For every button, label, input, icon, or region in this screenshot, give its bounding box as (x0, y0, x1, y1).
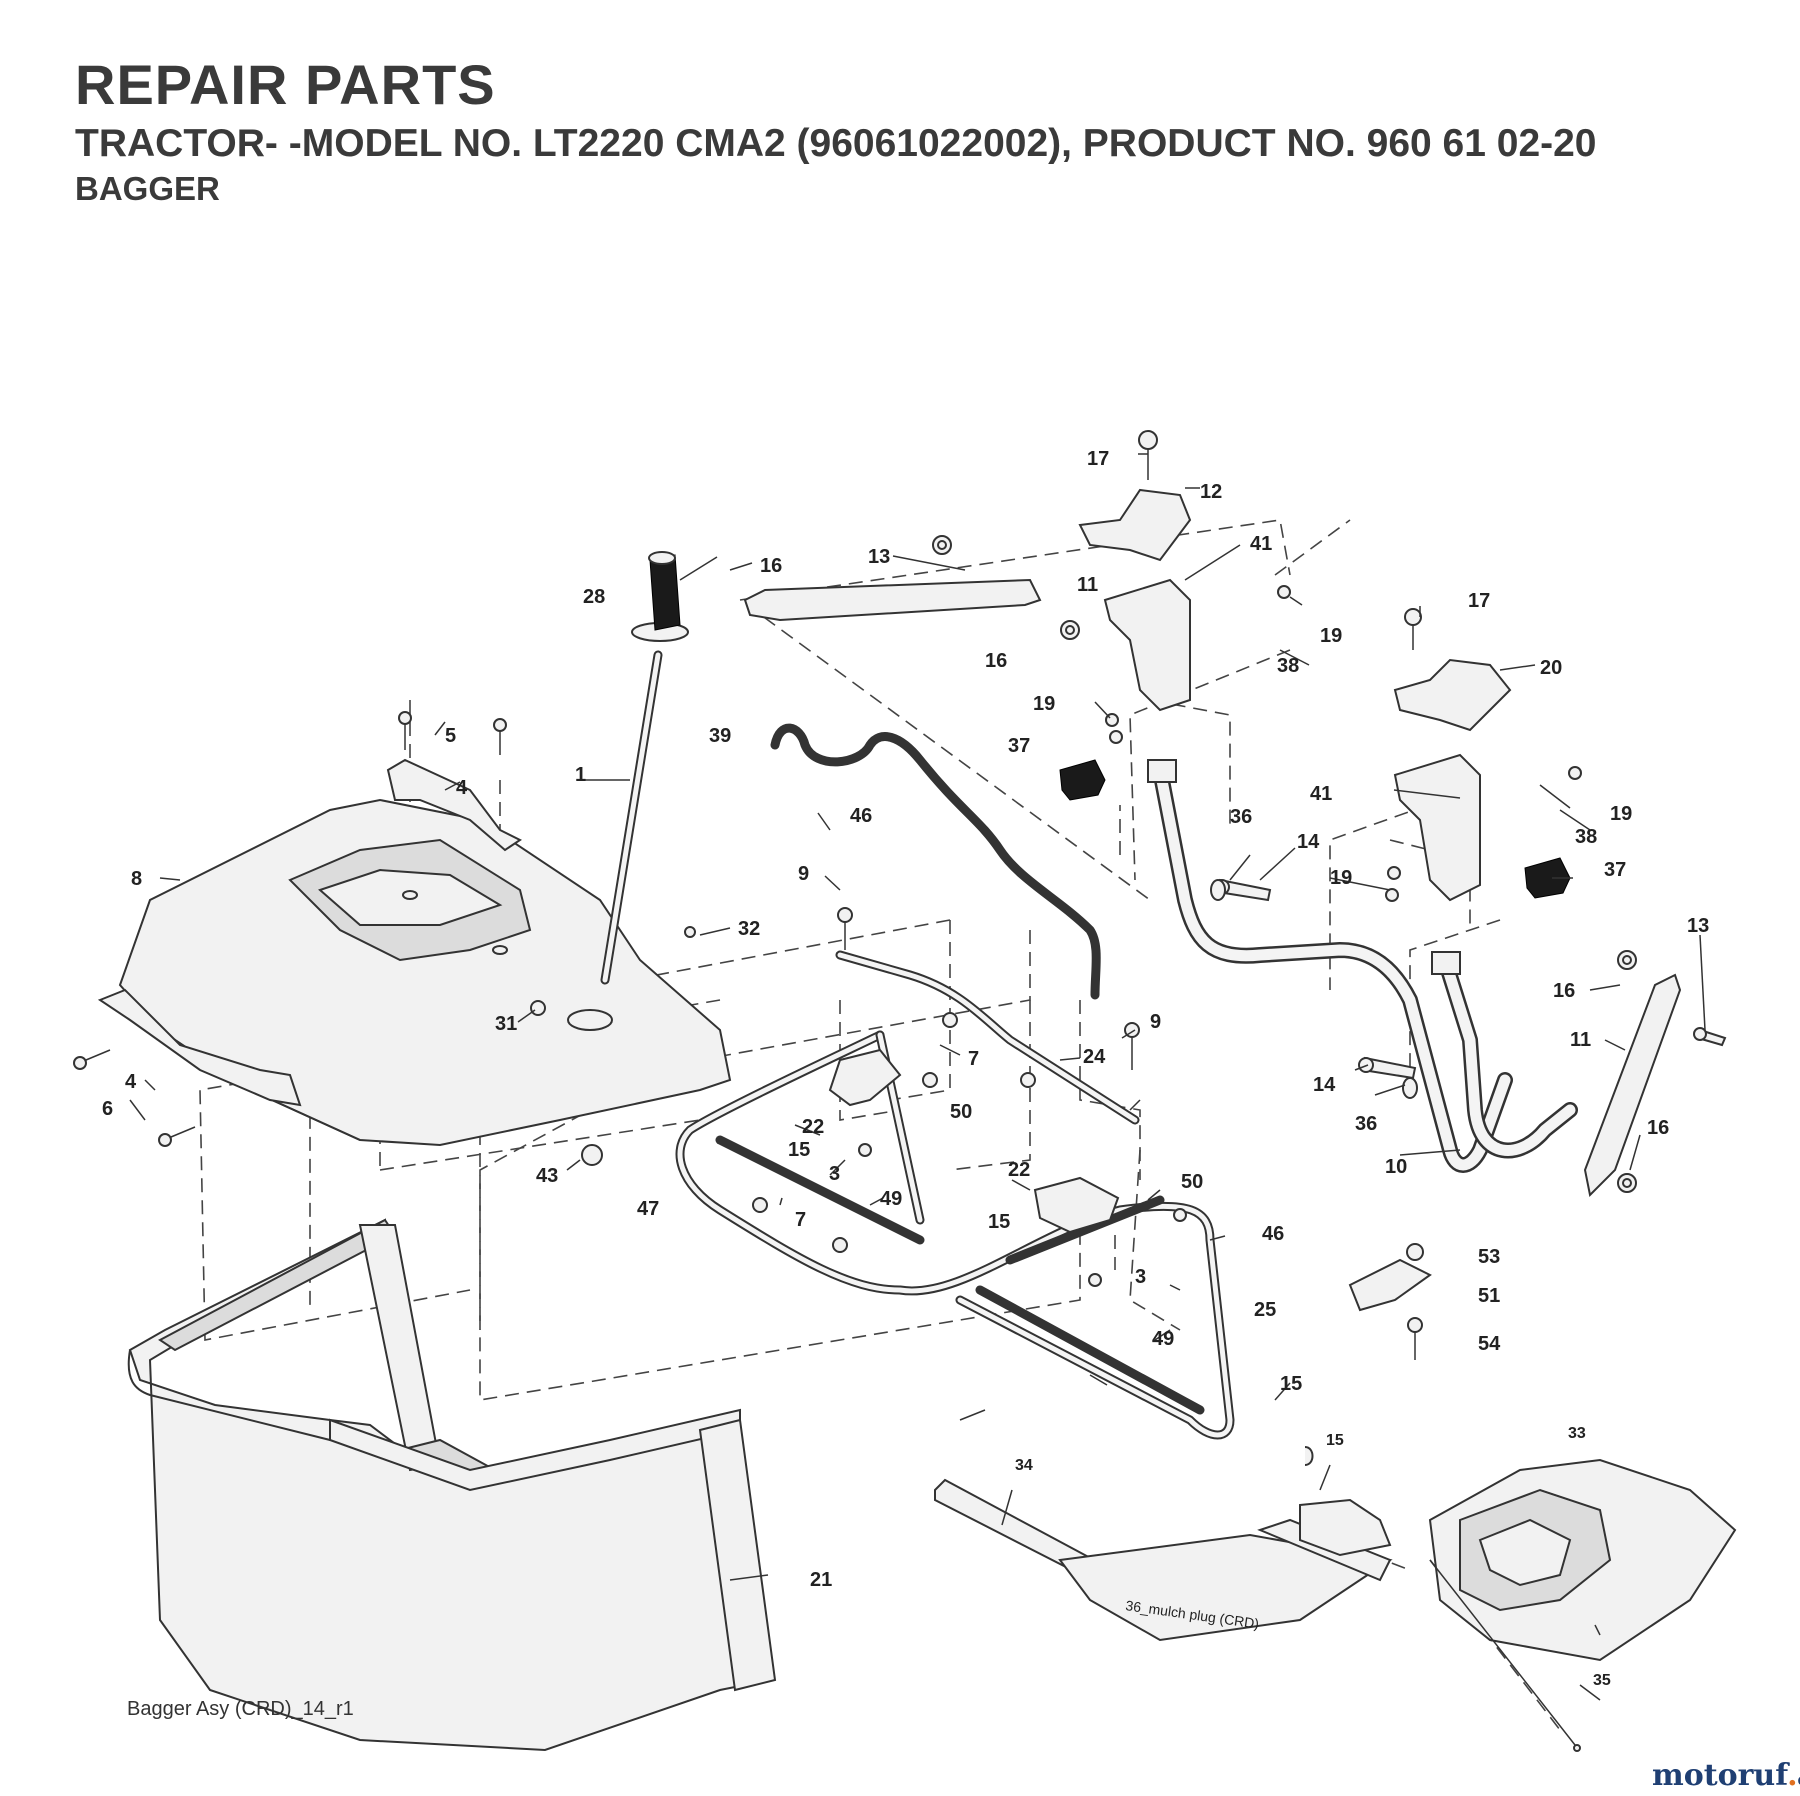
watermark-tld: de (1798, 1770, 1800, 1789)
callout: 13 (1687, 915, 1709, 937)
callout: 16 (1553, 980, 1575, 1002)
callout: 31 (495, 1013, 517, 1035)
callout: 15 (988, 1211, 1010, 1233)
clip-12-20-parts (1078, 488, 1512, 732)
callout: 11 (1570, 1029, 1591, 1051)
callout: 28 (583, 586, 605, 608)
callout: 12 (1200, 481, 1222, 503)
callout: 15 (788, 1139, 810, 1161)
callout: 19 (1033, 693, 1055, 715)
callout: 9 (798, 863, 809, 885)
callout: 38 (1277, 655, 1299, 677)
callout: 37 (1008, 735, 1030, 757)
callout: 13 (868, 546, 890, 568)
callout: 54 (1478, 1333, 1501, 1355)
callout: 10 (1385, 1156, 1407, 1178)
callout: 39 (709, 725, 731, 747)
bag-lid-part (118, 798, 732, 1147)
callout: 36 (1355, 1113, 1377, 1135)
callout: 14 (1297, 831, 1320, 853)
mulch-plug-assembly (934, 1446, 1737, 1752)
callout: 20 (1540, 657, 1562, 679)
callout: 7 (795, 1209, 806, 1231)
page-title: REPAIR PARTS (75, 53, 496, 116)
callout: 34 (1015, 1457, 1033, 1474)
bracket-22-parts (828, 1048, 1120, 1234)
callout: 17 (1468, 590, 1490, 612)
callout: 46 (850, 805, 872, 827)
callout: 3 (1135, 1266, 1146, 1288)
watermark-dot: . (1787, 1758, 1798, 1793)
callout: 24 (1083, 1046, 1106, 1068)
callout: 16 (985, 650, 1007, 672)
latch-rod-part (770, 723, 1101, 1000)
callout: 11 (1077, 574, 1098, 596)
callout: 16 (760, 555, 782, 577)
callout: 3 (829, 1163, 840, 1185)
callout: 37 (1604, 859, 1626, 881)
hardware-parts (73, 430, 1727, 1360)
mounting-tube-part (1147, 759, 1578, 1173)
callout: 9 (1150, 1011, 1161, 1033)
callout: 32 (738, 918, 760, 940)
grass-bag-part (127, 1218, 777, 1752)
callout: 22 (802, 1116, 824, 1138)
callout: 49 (880, 1188, 902, 1210)
callout: 49 (1152, 1328, 1174, 1350)
callout: 51 (1478, 1285, 1500, 1307)
callout: 14 (1313, 1074, 1336, 1096)
callout: 19 (1330, 867, 1352, 889)
callout: 16 (1647, 1117, 1669, 1139)
callout: 15 (1326, 1432, 1344, 1449)
callout-labels-small: 34 15 33 35 (1015, 1425, 1611, 1689)
callout: 47 (637, 1198, 659, 1220)
model-subtitle: TRACTOR- -MODEL NO. LT2220 CMA2 (9606102… (75, 122, 1597, 165)
callout: 22 (1008, 1159, 1030, 1181)
callout: 50 (950, 1101, 972, 1123)
callout: 21 (810, 1569, 832, 1591)
callout: 53 (1478, 1246, 1500, 1268)
hitch-plate-41-parts (1103, 578, 1481, 902)
callout: 19 (1610, 803, 1632, 825)
callout-labels: 17 12 13 11 16 16 41 19 38 19 17 20 37 4… (102, 448, 1709, 1591)
callout: 46 (1262, 1223, 1284, 1245)
drawing-reference-note: Bagger Asy (CRD)_14_r1 (127, 1698, 354, 1720)
plug-37-parts (1059, 759, 1571, 899)
callout: 5 (445, 725, 456, 747)
callout: 50 (1181, 1171, 1203, 1193)
bag-frame-part (675, 1030, 1235, 1440)
callout: 8 (131, 868, 142, 890)
callout: 15 (1280, 1373, 1302, 1395)
rod-24-part (835, 950, 1140, 1125)
callout: 33 (1568, 1425, 1586, 1442)
callout: 25 (1254, 1299, 1276, 1321)
callout: 1 (575, 764, 586, 786)
callout: 4 (456, 777, 468, 799)
callout: 17 (1087, 448, 1109, 470)
callout: 36 (1230, 806, 1252, 828)
bag-handle-parts (97, 758, 522, 1107)
callout: 4 (125, 1071, 137, 1093)
bracket-11-parts (743, 578, 1682, 1198)
watermark-main: motoruf (1652, 1758, 1788, 1793)
callout: 38 (1575, 826, 1597, 848)
callout: 41 (1250, 533, 1272, 555)
callout-leader-lines (129, 453, 1706, 1701)
callout: 19 (1320, 625, 1342, 647)
callout: 43 (536, 1165, 558, 1187)
callout: 41 (1310, 783, 1332, 805)
callout: 6 (102, 1098, 113, 1120)
section-title: BAGGER (75, 170, 220, 207)
dump-handle-part (600, 551, 689, 985)
watermark-logo: motoruf.de (1652, 1758, 1800, 1793)
callout: 35 (1593, 1672, 1611, 1689)
callout: 7 (968, 1048, 979, 1070)
